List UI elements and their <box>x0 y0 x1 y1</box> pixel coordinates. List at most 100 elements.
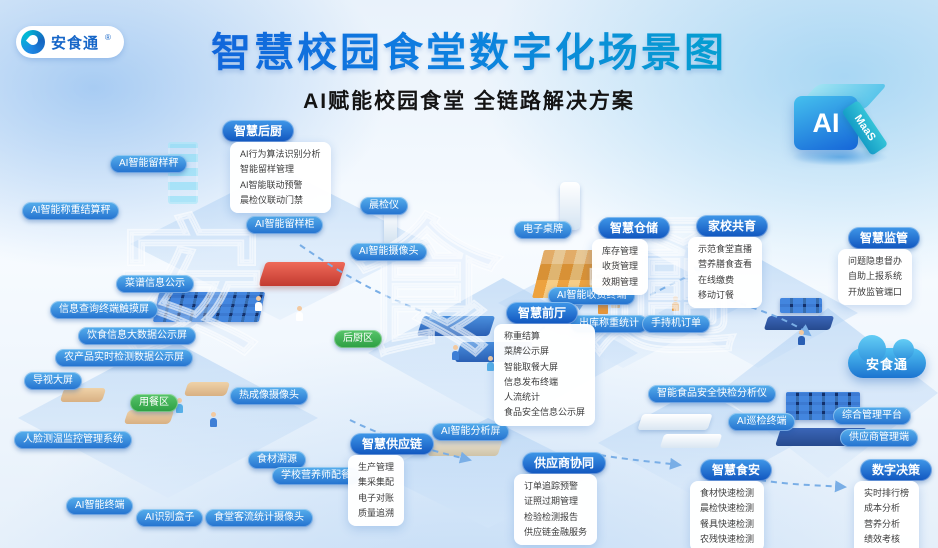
list-item: 示范食堂直播 <box>698 244 753 254</box>
list-item: 智能取餐大屏 <box>504 361 559 372</box>
list-item: 菜牌公示屏 <box>504 346 550 357</box>
zone-dining-area: 用餐区 <box>130 394 178 412</box>
label-ai-camera: AI智能摄像头 <box>350 243 428 261</box>
list-item: 在线缴费 <box>698 274 735 285</box>
illu-person-diner-1 <box>176 398 183 413</box>
list-item: 实时排行榜 <box>864 488 910 498</box>
group-smart-supervision-title: 智慧监管 <box>848 227 921 249</box>
group-smart-kitchen-title: 智慧后厨 <box>222 120 295 142</box>
group-digital-decision-title: 数字决策 <box>860 459 933 481</box>
group-smart-front-hall-title: 智慧前厅 <box>506 302 579 324</box>
list-item: 自助上报系统 <box>848 271 903 282</box>
page-title: 智慧校园食堂数字化场景图 <box>0 20 938 78</box>
list-item: 营养膳食查看 <box>698 259 753 270</box>
label-food-safety-analyzer: 智能食品安全快检分析仪 <box>648 385 776 403</box>
list-item: 供应链金融服务 <box>524 526 588 537</box>
illu-dining-table-2 <box>123 410 175 424</box>
illu-quick-test-table-1 <box>637 414 713 430</box>
label-info-query-terminal: 信息查询终端触摸屏 <box>50 301 158 319</box>
group-smart-food-safety-box: 食材快速检测 晨检快速检测 餐具快速检测 农残快速检测 <box>690 481 765 548</box>
illu-person-diner-2 <box>210 412 217 427</box>
group-smart-kitchen-box: AI行为算法识别分析 智能留样管理 AI智能联动预警 晨检仪联动门禁 <box>230 142 331 214</box>
label-ingredient-trace: 食材溯源 <box>248 451 306 469</box>
label-ai-recognition-box: AI识别盒子 <box>136 509 204 527</box>
label-management-platform: 综合管理平台 <box>833 407 911 425</box>
label-face-temp-monitor-system: 人脸测温监控管理系统 <box>14 431 132 449</box>
list-item: AI行为算法识别分析 <box>240 149 321 159</box>
list-item: 证照过期管理 <box>524 496 579 507</box>
label-school-dietitian: 学校营养师配餐 <box>272 467 360 485</box>
list-item: 移动订餐 <box>698 289 735 300</box>
list-item: 问题隐患督办 <box>848 256 903 266</box>
label-morning-check-device: 晨检仪 <box>360 197 408 215</box>
illu-person-chef-2 <box>296 306 303 321</box>
list-item: 农残快速检测 <box>700 533 755 544</box>
list-item: 效期管理 <box>602 276 639 287</box>
list-item: 绩效考核 <box>864 533 901 544</box>
brand-logo-icon <box>21 30 45 54</box>
illu-person-student-2 <box>487 356 494 371</box>
brand-logo: 安食通 ® <box>16 26 124 58</box>
group-digital-decision-box: 实时排行榜 成本分析 营养分析 绩效考核 财务分析 <box>854 481 920 548</box>
list-item: 成本分析 <box>864 503 901 514</box>
list-item: 营养分析 <box>864 518 901 529</box>
illu-office-monitor <box>780 298 822 313</box>
illu-robot-scale <box>560 182 580 230</box>
group-smart-food-safety-title: 智慧食安 <box>700 459 773 481</box>
label-thermal-camera: 热成像摄像头 <box>230 387 308 405</box>
list-item: 集采集配 <box>358 477 395 488</box>
illu-quick-test-table-2 <box>659 434 723 448</box>
illu-person-student-1 <box>452 345 459 360</box>
illu-cargo-box-1 <box>598 304 608 314</box>
group-smart-warehouse-box: 库存管理 收货管理 效期管理 <box>592 239 649 295</box>
group-smart-warehouse-title: 智慧仓储 <box>598 217 671 239</box>
list-item: 生产管理 <box>358 462 395 472</box>
group-supplier-collab-title: 供应商协同 <box>522 452 607 474</box>
group-smart-supply-chain-title: 智慧供应链 <box>350 433 435 455</box>
list-item: 开放监管端口 <box>848 286 903 297</box>
label-ai-sample-cabinet: AI智能留样柜 <box>246 216 324 234</box>
list-item: 晨检仪联动门禁 <box>240 194 304 205</box>
list-item: 晨检快速检测 <box>700 503 755 514</box>
illu-sample-cabinet <box>168 142 198 204</box>
label-canteen-flow-camera: 食堂客流统计摄像头 <box>205 509 313 527</box>
list-item: 电子对账 <box>358 492 395 503</box>
list-item: 质量追溯 <box>358 507 395 518</box>
group-smart-front-hall-box: 称重结算 菜牌公示屏 智能取餐大屏 信息发布终端 人流统计 食品安全信息公示屏 <box>494 324 596 426</box>
illu-dining-table-3 <box>183 382 231 396</box>
list-item: 智能留样管理 <box>240 164 295 175</box>
brand-logo-text: 安食通 <box>51 32 99 53</box>
illu-front-counter-1 <box>416 316 496 336</box>
label-supplier-portal: 供应商管理端 <box>840 429 918 447</box>
illu-morning-check-kiosk <box>384 210 397 246</box>
illu-serving-counter-red <box>258 262 346 286</box>
list-item: 订单追踪预警 <box>524 481 579 491</box>
illu-person-worker <box>672 296 679 311</box>
cloud-brand-label: 安食通 <box>865 356 908 372</box>
list-item: 检验检测报告 <box>524 511 579 522</box>
list-item: 餐具快速检测 <box>700 518 755 529</box>
label-menu-info-display: 菜谱信息公示 <box>116 275 194 293</box>
illu-person-office <box>798 330 805 345</box>
label-agri-product-test-screen: 农产品实时检测数据公示屏 <box>55 349 193 367</box>
page-subtitle: AI赋能校园食堂 全链路解决方案 <box>303 90 635 113</box>
illu-supply-table <box>427 440 503 456</box>
list-item: 食材快速检测 <box>700 488 755 498</box>
group-home-school-box: 示范食堂直播 营养膳食查看 在线缴费 移动订餐 <box>688 237 763 309</box>
registered-mark: ® <box>105 33 111 42</box>
list-item: 称重结算 <box>504 331 541 341</box>
label-diet-bigdata-screen: 饮食信息大数据公示屏 <box>78 327 196 345</box>
list-item: 收货管理 <box>602 261 639 272</box>
label-electronic-table-card: 电子桌牌 <box>514 221 572 239</box>
label-ai-inspection-terminal: AI巡检终端 <box>728 413 796 431</box>
illu-person-chef-1 <box>255 296 262 311</box>
label-ai-terminal: AI智能终端 <box>66 497 134 515</box>
list-item: AI智能联动预警 <box>240 179 303 190</box>
label-ai-weighing-checkout-scale: AI智能称重结算秤 <box>22 202 120 220</box>
group-smart-supervision-box: 问题隐患督办 自助上报系统 开放监管端口 <box>838 249 913 305</box>
illu-dining-table-1 <box>59 388 107 402</box>
illu-office-desk-1 <box>763 316 835 330</box>
list-item: 库存管理 <box>602 246 639 256</box>
label-guide-screen: 导视大屏 <box>24 372 82 390</box>
